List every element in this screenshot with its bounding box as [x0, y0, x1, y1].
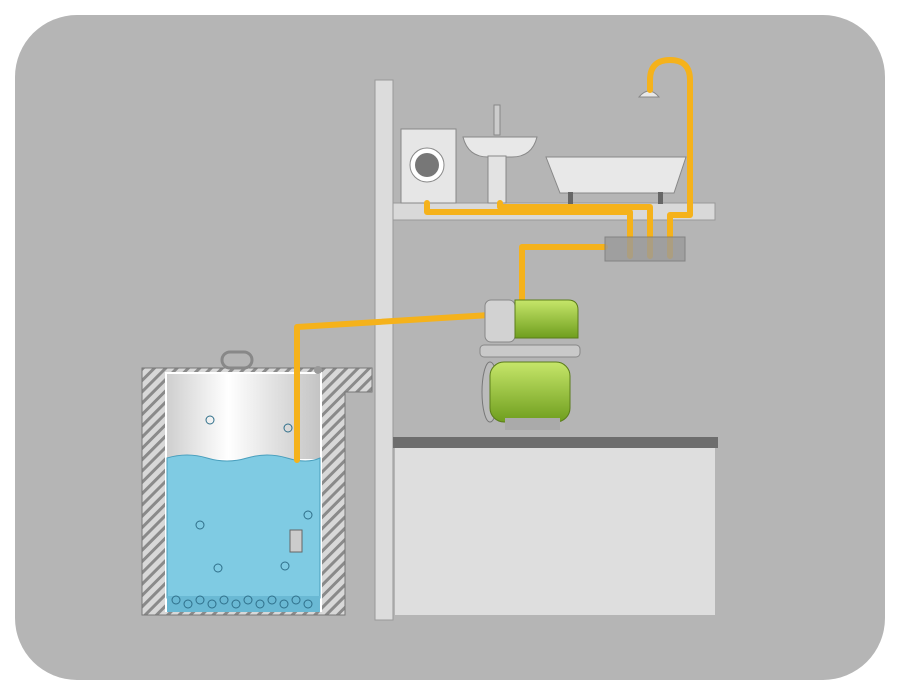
- suction-pipe: [294, 312, 493, 463]
- manifold: [604, 236, 686, 262]
- well-cover-handle: [220, 350, 254, 370]
- shelf-pipe-washer: [424, 200, 633, 259]
- pressure-pipe: [519, 244, 608, 303]
- wall: [374, 79, 394, 621]
- washing-machine: [400, 128, 457, 204]
- gravel: [167, 596, 320, 612]
- bathtub: [545, 156, 687, 204]
- pump: [479, 299, 581, 430]
- well: [141, 350, 373, 616]
- shower-pipe: [647, 57, 693, 259]
- pump-bench: [393, 437, 718, 615]
- water: [166, 454, 321, 599]
- pipes: [294, 57, 693, 463]
- shelf-pipe-sink: [497, 200, 653, 259]
- foot-valve: [289, 529, 303, 553]
